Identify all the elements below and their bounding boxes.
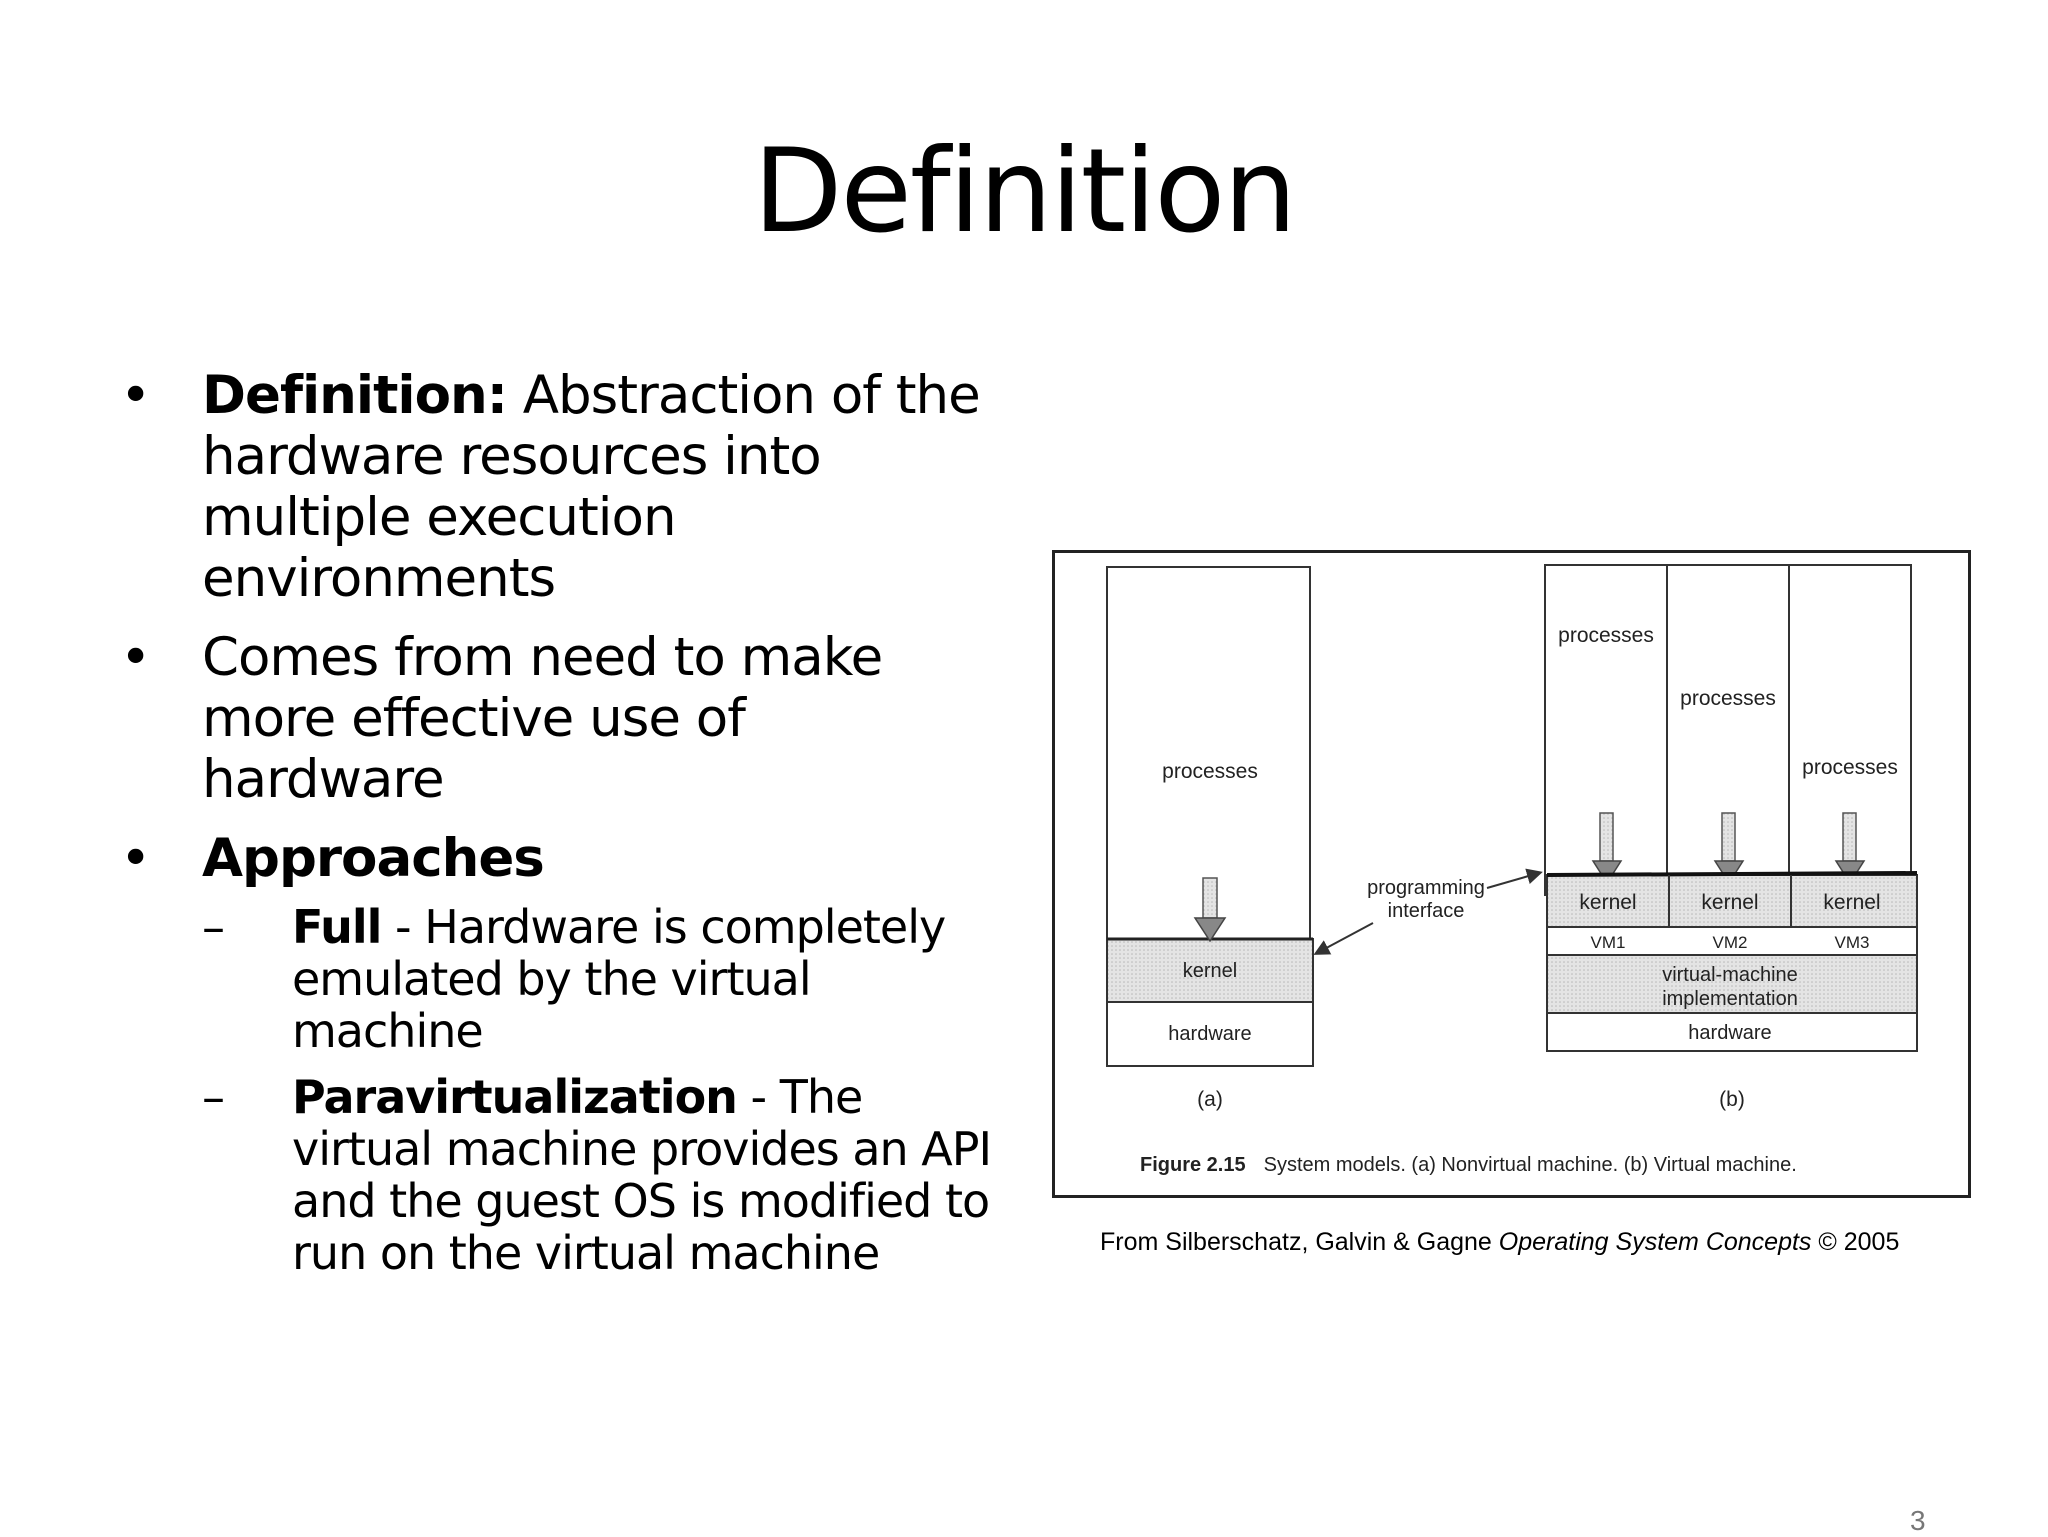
interface-arrow-left	[1313, 922, 1374, 955]
a-kernel-label: kernel	[1183, 960, 1237, 982]
bullet-approaches: • Approaches – Full - Hardware is comple…	[120, 828, 1000, 1279]
b-caption-label: (b)	[1719, 1088, 1745, 1111]
diagram-b: processes processes processes kernel ker…	[1544, 564, 1918, 1111]
sub-bullet-text: - Hardware is completely emulated by the…	[292, 900, 946, 1058]
figure-caption-number: Figure 2.15	[1140, 1154, 1246, 1176]
b-impl-label-line1: virtual-machine	[1662, 964, 1798, 986]
b-vm-label-row	[1546, 926, 1918, 956]
b-hardware-layer	[1546, 1012, 1918, 1052]
vm2-processes-label: processes	[1680, 687, 1776, 710]
interface-label-line2: interface	[1388, 900, 1465, 922]
bullet-need: • Comes from need to make more effective…	[120, 627, 1000, 810]
a-hardware-label: hardware	[1168, 1023, 1251, 1045]
b-vm-implementation-layer	[1546, 954, 1918, 1014]
bullet-bold: Approaches	[202, 828, 545, 889]
credit-book-title: Operating System Concepts	[1498, 1228, 1812, 1256]
sub-bullet-list: – Full - Hardware is completely emulated…	[202, 901, 1000, 1279]
b-impl-label-line2: implementation	[1662, 988, 1798, 1010]
credit-suffix: © 2005	[1811, 1228, 1900, 1256]
diagram-a: processes kernel hardware (a)	[1106, 566, 1314, 1111]
a-caption-label: (a)	[1197, 1088, 1223, 1111]
sub-bullet-bold: Paravirtualization	[292, 1070, 738, 1124]
page-number: 3	[1910, 1505, 1926, 1536]
vm2-kernel-label: kernel	[1701, 891, 1758, 914]
bullet-bold: Definition:	[202, 365, 508, 426]
figure-credit: From Silberschatz, Galvin & Gagne Operat…	[1100, 1228, 2000, 1257]
credit-prefix: From Silberschatz, Galvin & Gagne	[1100, 1228, 1499, 1256]
bullet-text: Abstraction of the hardware resources in…	[202, 365, 981, 609]
a-outline	[1106, 566, 1311, 940]
bullet-dot: •	[120, 627, 151, 688]
bullet-text: Comes from need to make more effective u…	[202, 627, 883, 810]
vm1-label: VM1	[1591, 933, 1626, 952]
vm2-down-arrow-icon	[1713, 812, 1745, 885]
sub-bullet-dash: –	[202, 900, 225, 954]
vm1-kernel-label: kernel	[1579, 891, 1636, 914]
sub-bullet-text: - The virtual machine provides an API an…	[292, 1070, 992, 1280]
a-down-arrow-icon	[1193, 877, 1227, 943]
sub-bullet-paravirtualization: – Paravirtualization - The virtual machi…	[202, 1071, 1000, 1279]
programming-interface-callout: programming interface	[1313, 868, 1543, 955]
bullet-dot: •	[120, 365, 151, 426]
a-kernel-layer	[1106, 938, 1314, 1003]
vm2-label: VM2	[1713, 933, 1748, 952]
vm3-kernel-label: kernel	[1823, 891, 1880, 914]
interface-label-line1: programming	[1367, 877, 1485, 899]
sub-bullet-bold: Full	[292, 900, 382, 954]
a-hardware-layer	[1106, 1001, 1314, 1067]
bullet-list: • Definition: Abstraction of the hardwar…	[120, 365, 1000, 1279]
b-hardware-label: hardware	[1688, 1022, 1771, 1044]
figure-frame: processes kernel hardware (a) programmin…	[1052, 550, 1971, 1198]
figure-caption-text: System models. (a) Nonvirtual machine. (…	[1264, 1154, 1797, 1176]
a-processes-label: processes	[1162, 760, 1258, 783]
sub-bullet-dash: –	[202, 1070, 225, 1124]
system-models-diagram: processes kernel hardware (a) programmin…	[1106, 564, 1918, 1176]
vm3-label: VM3	[1835, 933, 1870, 952]
vm1-down-arrow-icon	[1591, 812, 1623, 885]
vm1-processes-label: processes	[1558, 624, 1654, 647]
sub-bullet-full: – Full - Hardware is completely emulated…	[202, 901, 1000, 1057]
slide-title: Definition	[753, 124, 1297, 259]
figure-caption: Figure 2.15 System models. (a) Nonvirtual…	[1140, 1154, 1797, 1176]
bullet-dot: •	[120, 828, 151, 889]
interface-arrow-right	[1486, 868, 1543, 889]
bullet-definition: • Definition: Abstraction of the hardwar…	[120, 365, 1000, 609]
vm3-processes-label: processes	[1802, 756, 1898, 779]
